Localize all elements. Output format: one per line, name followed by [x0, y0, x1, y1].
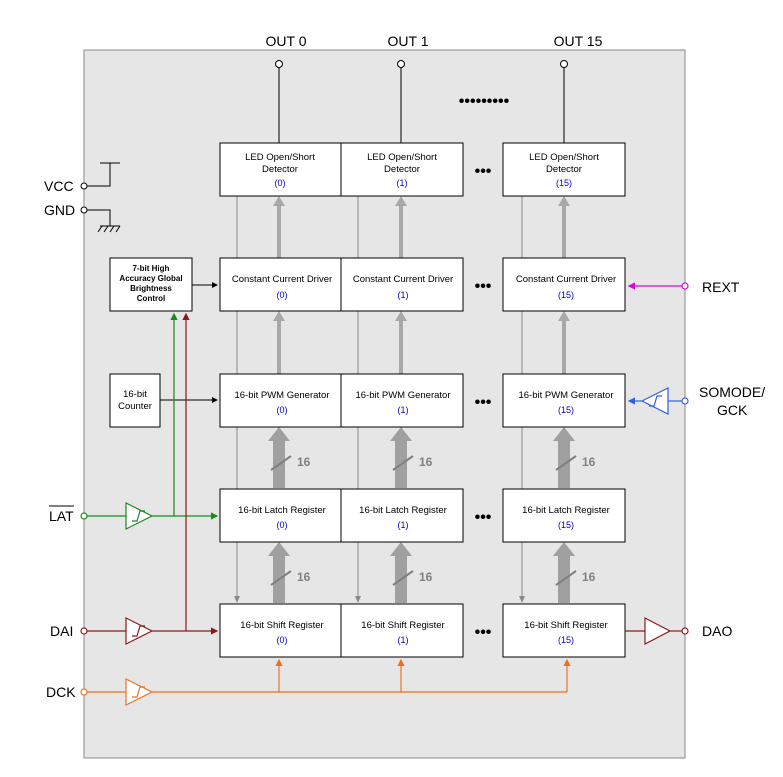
shift-row: 16-bit Shift Register (0) 16-bit Shift R…	[219, 603, 626, 658]
latch-title: 16-bit Latch Register	[238, 505, 326, 516]
channel-index: (0)	[277, 520, 288, 530]
channel-index: (1)	[398, 405, 409, 415]
current-driver-row: Constant Current Driver (0) Constant Cur…	[219, 257, 626, 312]
row-ellipsis: •••	[475, 278, 492, 295]
gck-label: GCK	[717, 402, 748, 418]
bus-width-label: 16	[297, 570, 311, 584]
pwm-title: 16-bit PWM Generator	[518, 390, 613, 401]
dao-buffer-icon	[644, 617, 672, 645]
channel-index: (0)	[275, 178, 286, 188]
svg-text:Counter: Counter	[118, 401, 152, 412]
row-ellipsis: •••	[475, 394, 492, 411]
bus-width-label: 16	[297, 455, 311, 469]
channel-index: (15)	[558, 405, 574, 415]
dai-pin	[80, 627, 88, 635]
led-detector-title: Detector	[546, 164, 582, 175]
out1-pin	[397, 60, 405, 68]
dck-path	[80, 658, 571, 706]
channel-index: (0)	[277, 405, 288, 415]
channel-index: (15)	[558, 520, 574, 530]
lat-pin	[80, 512, 88, 520]
vcc-label: VCC	[44, 178, 74, 194]
pwm-row: 16-bit PWM Generator (0) 16-bit PWM Gene…	[219, 373, 626, 428]
gray-up-arrowheads	[273, 196, 570, 321]
row-ellipsis: •••	[475, 509, 492, 526]
somode-pin	[681, 397, 689, 405]
led-detector-title: Detector	[384, 164, 420, 175]
bus-width-label: 16	[419, 455, 433, 469]
out15-pin	[560, 60, 568, 68]
svg-text:7-bit High: 7-bit High	[133, 264, 170, 273]
bus-width-label: 16	[419, 570, 433, 584]
channel-index: (1)	[397, 178, 408, 188]
dao-path	[625, 617, 689, 645]
channel-index: (15)	[558, 290, 574, 300]
led-detector-title: Detector	[262, 164, 298, 175]
svg-text:Brightness: Brightness	[130, 284, 172, 293]
gnd-pin	[80, 206, 88, 214]
channel-index: (1)	[398, 290, 409, 300]
out0-label: OUT 0	[266, 33, 307, 49]
somode-label: SOMODE/	[699, 384, 765, 400]
latch-title: 16-bit Latch Register	[522, 505, 610, 516]
rext-label: REXT	[702, 279, 740, 295]
channel-index: (0)	[277, 290, 288, 300]
output-pin-lines	[275, 60, 568, 143]
dck-pin	[80, 688, 88, 696]
channel-index: (0)	[277, 635, 288, 645]
rext-path	[627, 282, 689, 290]
bus-width-label: 16	[582, 570, 596, 584]
channel-index: (1)	[398, 635, 409, 645]
column-feed-arrows	[234, 596, 525, 603]
channel-index: (15)	[558, 635, 574, 645]
dai-label: DAI	[50, 623, 73, 639]
out1-label: OUT 1	[388, 33, 429, 49]
global-brightness-block: 7-bit High Accuracy Global Brightness Co…	[109, 257, 193, 312]
led-detector-row: LED Open/Short Detector (0) LED Open/Sho…	[219, 142, 626, 197]
lat-path	[80, 312, 219, 530]
rext-pin	[681, 282, 689, 290]
bus-width-label: 16	[582, 455, 596, 469]
shift-title: 16-bit Shift Register	[524, 620, 607, 631]
svg-text:Control: Control	[137, 294, 165, 303]
ellipsis-outputs: •••••••••	[459, 93, 510, 110]
shift-title: 16-bit Shift Register	[240, 620, 323, 631]
current-driver-title: Constant Current Driver	[232, 274, 332, 285]
somode-path	[627, 387, 689, 415]
led-detector-title: LED Open/Short	[245, 152, 315, 163]
channel-index: (15)	[556, 178, 572, 188]
bus-slashes	[270, 455, 577, 586]
dck-label: DCK	[46, 684, 76, 700]
power-symbols	[80, 162, 121, 233]
dao-pin	[681, 627, 689, 635]
row-ellipsis: •••	[475, 163, 492, 180]
shift-title: 16-bit Shift Register	[361, 620, 444, 631]
dai-path	[80, 312, 219, 645]
counter-block: 16-bit Counter	[109, 373, 161, 428]
gnd-label: GND	[44, 202, 75, 218]
vcc-pin	[80, 182, 88, 190]
bus-arrows	[268, 427, 575, 603]
out0-pin	[275, 60, 283, 68]
current-driver-title: Constant Current Driver	[353, 274, 453, 285]
lat-label: LAT	[49, 508, 74, 524]
svg-text:Accuracy Global: Accuracy Global	[119, 274, 182, 283]
current-driver-title: Constant Current Driver	[516, 274, 616, 285]
led-detector-title: LED Open/Short	[367, 152, 437, 163]
gray-up-arrows	[277, 205, 566, 374]
channel-index: (1)	[398, 520, 409, 530]
row-ellipsis: •••	[475, 624, 492, 641]
latch-row: 16-bit Latch Register (0) 16-bit Latch R…	[219, 488, 626, 543]
pwm-title: 16-bit PWM Generator	[234, 390, 329, 401]
dao-label: DAO	[702, 623, 732, 639]
pwm-title: 16-bit PWM Generator	[355, 390, 450, 401]
out15-label: OUT 15	[554, 33, 603, 49]
led-detector-title: LED Open/Short	[529, 152, 599, 163]
svg-text:16-bit: 16-bit	[123, 389, 147, 400]
latch-title: 16-bit Latch Register	[359, 505, 447, 516]
